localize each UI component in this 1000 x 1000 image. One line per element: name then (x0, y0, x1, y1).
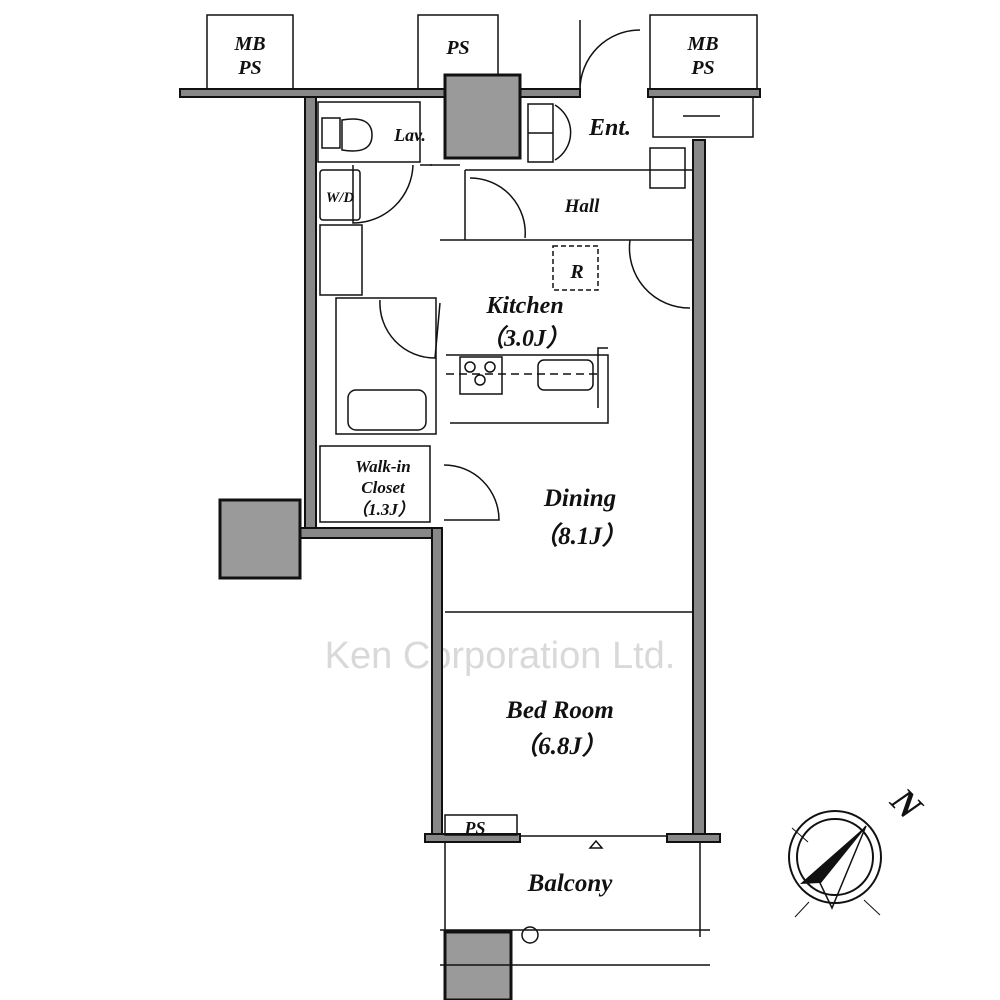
ps-bedroom-label: PS (463, 818, 485, 838)
mbps-left-label-1: MB (233, 33, 265, 55)
mbps-left-label-2: PS (237, 57, 261, 79)
structural-column (443, 930, 513, 1000)
kitchen-label: Kitchen (485, 293, 563, 319)
dining-label: Dining (543, 485, 616, 512)
shaft-mbps-right: MB PS (649, 14, 758, 91)
mbps-right-label-1: MB (686, 33, 718, 55)
bedroom-size: （6.8J） (513, 732, 607, 760)
interior-partitions (317, 20, 710, 966)
walk-in-closet-label-1: Walk-in (355, 457, 410, 476)
watermark: Ken Corporation Ltd. (325, 635, 676, 677)
hall-label: Hall (564, 196, 601, 217)
ps-top-label: PS (445, 37, 469, 59)
walk-in-closet-size: （1.3J） (351, 500, 415, 519)
north-label: N (882, 780, 931, 829)
mbps-right-label-2: PS (690, 57, 714, 79)
dining-size: （8.1J） (533, 522, 627, 550)
shaft-mbps-left: MB PS (206, 14, 294, 91)
walk-in-closet-label-2: Closet (361, 478, 406, 497)
bedroom-label: Bed Room (505, 697, 614, 724)
balcony-label: Balcony (527, 870, 614, 897)
washer-dryer-label: W/D (326, 190, 355, 206)
structural-column (218, 498, 302, 580)
kitchen-size: （3.0J） (480, 324, 570, 352)
north-compass-icon: N (788, 780, 931, 918)
refrigerator-label: R (569, 261, 583, 283)
structural-column (443, 73, 522, 160)
walls (179, 88, 761, 843)
lavatory-label: Lav. (393, 125, 426, 145)
entrance-label: Ent. (588, 115, 631, 141)
